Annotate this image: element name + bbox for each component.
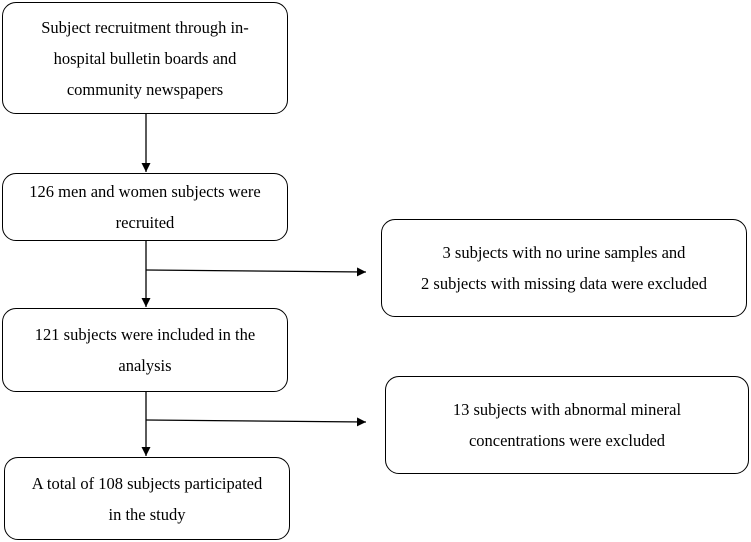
- arrow-to-excluded-abnormal: [145, 417, 367, 427]
- participated-box: A total of 108 subjects participated in …: [4, 457, 290, 540]
- recruited-box: 126 men and women subjects were recruite…: [2, 173, 288, 241]
- recruited-line-1: 126 men and women subjects were: [29, 182, 261, 201]
- recruitment-line-3: community newspapers: [66, 79, 224, 99]
- participated-line-2: in the study: [108, 504, 186, 524]
- recruited-line-2: recruited: [115, 213, 175, 232]
- recruitment-box: Subject recruitment through in- hospital…: [2, 2, 288, 114]
- included-box: 121 subjects were included in the analys…: [2, 308, 288, 392]
- recruited-text: 126 men and women subjects were recruite…: [29, 176, 260, 238]
- arrow-to-excluded-missing: [145, 267, 367, 277]
- excluded-missing-box: 3 subjects with no urine samples and 2 s…: [381, 219, 747, 317]
- participated-text: A total of 108 subjects participated in …: [32, 468, 262, 530]
- included-line-2: analysis: [118, 356, 172, 375]
- recruitment-text: Subject recruitment through in- hospital…: [41, 12, 249, 105]
- excluded-missing-line-2: 2 subjects with missing data were exclud…: [421, 274, 707, 293]
- included-line-1: 121 subjects were included in the: [34, 325, 256, 344]
- participated-line-1: A total of 108 subjects participated: [31, 473, 263, 493]
- excluded-missing-line-1: 3 subjects with no urine samples and: [442, 243, 686, 262]
- excluded-abnormal-line-2: concentrations were excluded: [468, 431, 666, 450]
- included-text: 121 subjects were included in the analys…: [35, 319, 255, 381]
- excluded-abnormal-line-1: 13 subjects with abnormal mineral: [452, 400, 682, 419]
- recruitment-line-2: hospital bulletin boards and: [53, 48, 237, 68]
- excluded-abnormal-text: 13 subjects with abnormal mineral concen…: [453, 394, 681, 456]
- excluded-missing-text: 3 subjects with no urine samples and 2 s…: [421, 237, 707, 299]
- excluded-abnormal-box: 13 subjects with abnormal mineral concen…: [385, 376, 749, 474]
- recruitment-line-1: Subject recruitment through in-: [41, 17, 249, 37]
